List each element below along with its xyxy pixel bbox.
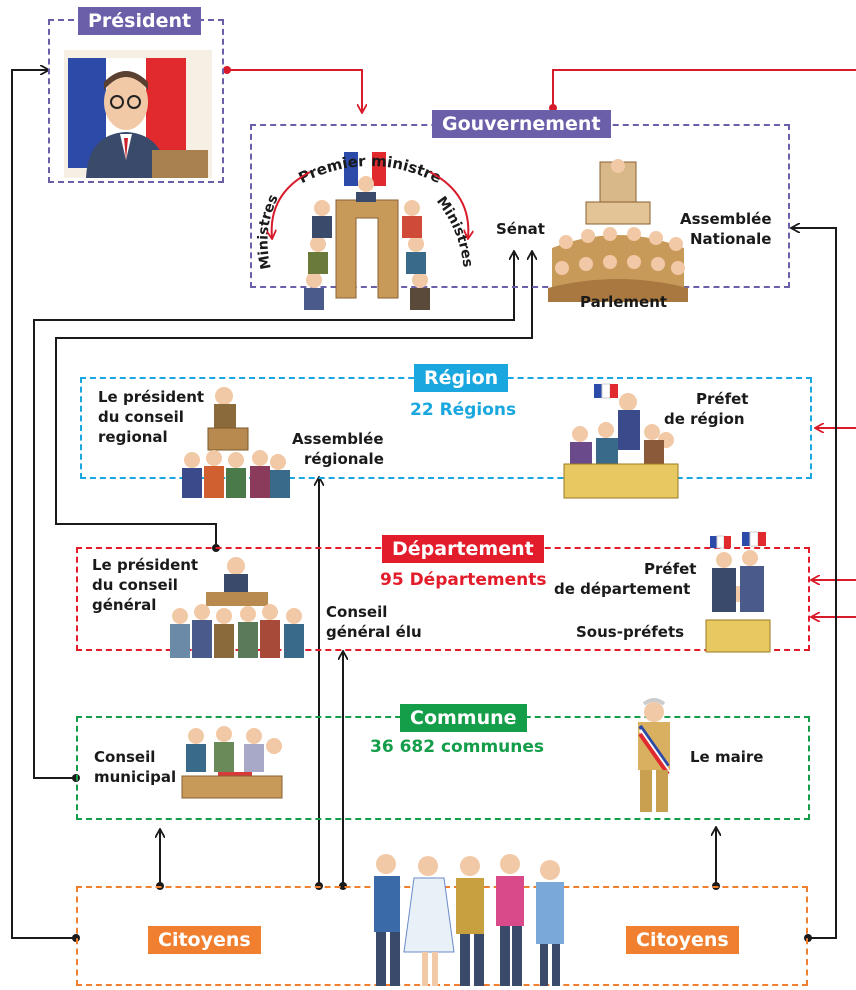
region-president-label-2: du conseil — [98, 408, 184, 426]
conseil-municipal-label-2: municipal — [94, 768, 177, 786]
commune-count: 36 682 communes — [370, 737, 545, 757]
citoyens-right-title: Citoyens — [626, 926, 739, 954]
maire-illustration — [622, 696, 682, 816]
commune-title: Commune — [400, 704, 527, 732]
wire-dot — [223, 66, 231, 74]
parlement-label: Parlement — [580, 293, 668, 311]
departement-president-label-1: Le président — [92, 556, 199, 574]
citoyens-illustration — [364, 848, 578, 990]
senat-label: Sénat — [496, 220, 545, 238]
parlement-illustration — [548, 152, 688, 302]
conseil-general-elu-label-1: Conseil — [326, 603, 388, 621]
sous-prefets-label: Sous-préfets — [576, 623, 685, 641]
prefet-departement-label-1: Préfet — [644, 560, 697, 578]
assemblee-regionale-label-1: Assemblée — [292, 430, 384, 448]
assemblee-regionale-label-2: régionale — [304, 450, 384, 468]
assemblee-nationale-label-1: Assemblée — [680, 210, 772, 228]
citoyens-to-assemblee-wire — [792, 228, 837, 939]
conseil-regional-illustration — [178, 382, 290, 498]
prefet-departement-illustration — [700, 528, 776, 654]
prefet-region-label-1: Préfet — [696, 390, 749, 408]
conseil-municipal-to-senat-wire — [33, 252, 514, 779]
departement-count: 95 Départements — [380, 570, 547, 590]
president-to-gouvernement-wire — [227, 69, 362, 112]
citoyens-to-president-wire — [11, 70, 76, 939]
president-title: Président — [78, 7, 202, 35]
svg-text:Premier ministre: Premier ministre — [296, 152, 445, 187]
region-title: Région — [414, 364, 509, 392]
prefet-region-illustration — [560, 380, 682, 502]
conseil-general-to-senat-wire — [55, 252, 532, 548]
citoyens-left-title: Citoyens — [148, 926, 261, 954]
region-president-label-3: regional — [98, 428, 168, 446]
gouvernement-arc-labels: Premier ministre Ministres Ministres — [255, 152, 475, 271]
gouvernement-title: Gouvernement — [432, 110, 611, 138]
conseil-des-ministres-illustration — [292, 148, 442, 314]
region-count: 22 Régions — [410, 400, 517, 420]
gouvernement-right-wire — [552, 69, 856, 108]
premier-ministre-label: Premier ministre — [296, 152, 445, 187]
assemblee-nationale-label-2: Nationale — [690, 230, 772, 248]
conseil-general-elu-label-2: général élu — [326, 623, 422, 641]
prefet-departement-label-2: de département — [554, 580, 691, 598]
prefet-region-label-2: de région — [664, 410, 745, 428]
departement-president-label-2: du conseil — [92, 576, 178, 594]
conseil-general-illustration — [166, 554, 308, 658]
ministres-left-arrow — [272, 171, 311, 238]
departement-president-label-3: général — [92, 596, 157, 614]
conseil-municipal-illustration — [178, 722, 286, 808]
ministres-right-arrow — [429, 171, 468, 238]
region-president-label-1: Le président — [98, 388, 205, 406]
maire-label: Le maire — [690, 748, 764, 766]
conseil-municipal-label-1: Conseil — [94, 748, 156, 766]
departement-title: Département — [382, 535, 544, 563]
president-illustration — [64, 50, 212, 178]
